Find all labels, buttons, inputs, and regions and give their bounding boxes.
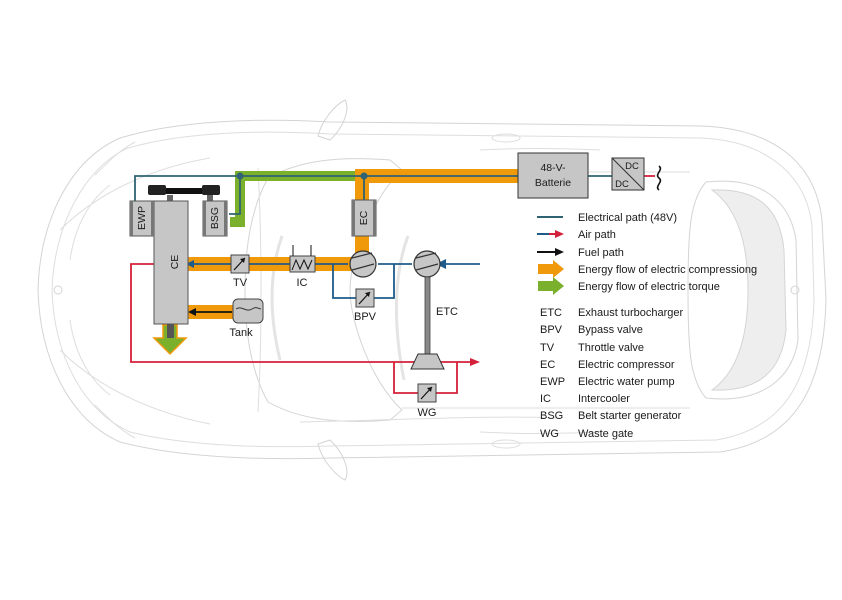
tank-label: Tank: [229, 327, 253, 339]
legend-energy-torque-swatch: [538, 277, 564, 295]
legend-label: Air path: [578, 229, 616, 241]
air-path-fresh: [186, 260, 480, 299]
ic-label: IC: [297, 277, 308, 289]
ec-compressor-wheel-icon: [349, 250, 377, 278]
abbr: ETC: [540, 307, 562, 319]
bpv-label: BPV: [354, 311, 377, 323]
junction-node: [236, 172, 244, 180]
abbr-meaning: Waste gate: [578, 428, 633, 440]
combustion-engine: CE: [153, 200, 189, 338]
etc-compressor-wheel-icon: [413, 250, 441, 278]
output-torque-arrow: [152, 324, 188, 356]
abbr-meaning: Intercooler: [578, 393, 630, 405]
etc-shaft-turbine: [410, 276, 445, 370]
fuel-tank: [232, 298, 264, 324]
intercooler: [289, 245, 316, 273]
abbr: BSG: [540, 410, 563, 422]
abbr-meaning: Exhaust turbocharger: [578, 307, 684, 319]
tv-label: TV: [233, 277, 248, 289]
dc-bottom-label: DC: [615, 179, 629, 190]
electrical-path: [134, 175, 612, 215]
wg-label: WG: [418, 407, 437, 419]
abbr-meaning: Electric compressor: [578, 359, 675, 371]
legend-label: Fuel path: [578, 247, 624, 259]
belt-drive: [148, 185, 220, 201]
bypass-valve: [355, 288, 375, 308]
throttle-valve: [230, 254, 250, 274]
air-path-exhaust: [130, 263, 480, 394]
abbr: IC: [540, 393, 551, 405]
abbr: EC: [540, 359, 555, 371]
bsg-label: BSG: [209, 207, 221, 229]
legend-air-swatch: [537, 230, 564, 238]
abbr: EWP: [540, 376, 565, 388]
abbr-meaning: Electric water pump: [578, 376, 675, 388]
battery-48v: 48-V- Batterie: [517, 152, 589, 199]
legend-label: Electrical path (48V): [578, 212, 677, 224]
electric-compressor: EC: [351, 199, 377, 237]
etc-label: ETC: [436, 306, 458, 318]
dcdc-converter: DC DC: [611, 157, 645, 191]
dc-top-label: DC: [625, 161, 639, 172]
waste-gate: [417, 383, 437, 403]
belt-starter-generator: BSG: [202, 200, 228, 237]
battery-label-line2: Batterie: [535, 177, 571, 189]
abbr: BPV: [540, 324, 563, 336]
ce-label: CE: [169, 255, 181, 270]
ac-symbol-icon: [656, 165, 662, 191]
abbr: WG: [540, 428, 559, 440]
air-inlet-arrow-icon: [436, 259, 446, 269]
junction-node: [360, 172, 368, 180]
ewp-label: EWP: [136, 206, 148, 230]
legend-label: Energy flow of electric torque: [578, 281, 720, 293]
legend-fuel-swatch: [537, 248, 564, 256]
legend-energy-compression-swatch: [538, 260, 564, 278]
electric-water-pump: EWP: [129, 200, 155, 237]
abbr: TV: [540, 342, 555, 354]
battery-label-line1: 48-V-: [540, 162, 566, 174]
legend: Electrical path (48V) Air path Fuel path…: [537, 212, 757, 440]
abbr-meaning: Belt starter generator: [578, 410, 682, 422]
legend-label: Energy flow of electric compressiong: [578, 264, 757, 276]
abbr-meaning: Bypass valve: [578, 324, 643, 336]
abbr-meaning: Throttle valve: [578, 342, 644, 354]
ec-label: EC: [358, 210, 370, 225]
